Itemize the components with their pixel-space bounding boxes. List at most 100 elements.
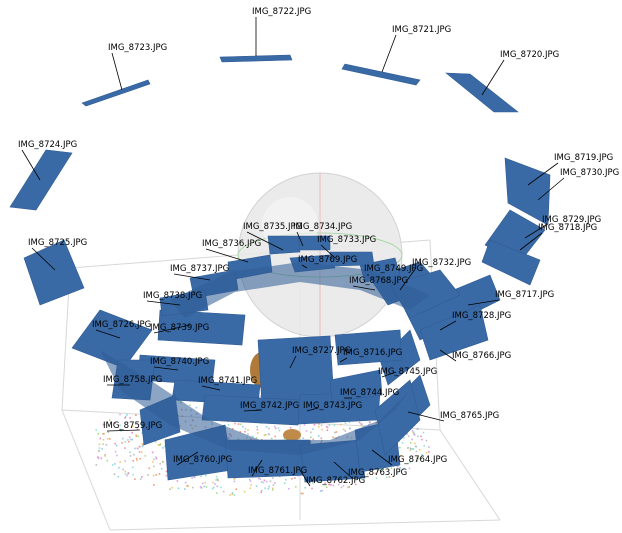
camera-label-8759[interactable]: IMG_8759.JPG [103, 421, 162, 431]
camera-label-8769[interactable]: IMG_8769.JPG [298, 255, 357, 265]
cloud-point [229, 494, 231, 496]
cloud-point [399, 454, 401, 457]
camera-label-8734[interactable]: IMG_8734.JPG [293, 222, 352, 232]
cloud-point [186, 485, 188, 487]
leader-line-8726 [95, 329, 121, 339]
cloud-point [416, 457, 418, 459]
cloud-point [369, 422, 371, 424]
camera-label-8719[interactable]: IMG_8719.JPG [554, 153, 613, 163]
camera-label-8768[interactable]: IMG_8768.JPG [349, 276, 408, 286]
camera-label-8760[interactable]: IMG_8760.JPG [173, 455, 232, 465]
cloud-point [124, 416, 127, 418]
camera-label-8761[interactable]: IMG_8761.JPG [248, 466, 307, 476]
cloud-point [342, 428, 345, 431]
cloud-point [205, 474, 207, 477]
camera-label-8733[interactable]: IMG_8733.JPG [317, 235, 376, 245]
camera-label-8744[interactable]: IMG_8744.JPG [340, 388, 399, 398]
camera-label-8718[interactable]: IMG_8718.JPG [538, 223, 597, 233]
leader-line-8728 [439, 320, 457, 331]
cloud-point [141, 432, 144, 434]
cloud-point [333, 424, 336, 427]
leader-line-8742 [243, 409, 263, 412]
camera-label-8729[interactable]: IMG_8729.JPG [542, 215, 601, 225]
camera-label-8764[interactable]: IMG_8764.JPG [388, 455, 447, 465]
cloud-point [309, 482, 311, 484]
camera-label-8721[interactable]: IMG_8721.JPG [392, 25, 451, 35]
cloud-point [124, 473, 127, 475]
cloud-point [421, 438, 423, 441]
cloud-point [414, 445, 417, 448]
camera-label-8765[interactable]: IMG_8765.JPG [440, 411, 499, 421]
cloud-point [141, 443, 143, 445]
camera-label-8738[interactable]: IMG_8738.JPG [143, 291, 202, 301]
camera-label-8749[interactable]: IMG_8749.JPG [364, 264, 423, 274]
cloud-point [407, 446, 409, 449]
camera-label-8717[interactable]: IMG_8717.JPG [495, 290, 554, 300]
cloud-point [278, 429, 281, 432]
cloud-point [249, 487, 251, 489]
camera-label-8732[interactable]: IMG_8732.JPG [412, 258, 471, 268]
camera-label-8724[interactable]: IMG_8724.JPG [18, 140, 77, 150]
camera-label-8720[interactable]: IMG_8720.JPG [500, 50, 559, 60]
camera-label-8739[interactable]: IMG_8739.JPG [150, 323, 209, 333]
camera-label-8728[interactable]: IMG_8728.JPG [452, 311, 511, 321]
camera-label-8745[interactable]: IMG_8745.JPG [378, 367, 437, 377]
cloud-point [101, 448, 103, 450]
leader-line-8737 [173, 273, 211, 281]
cloud-point [256, 426, 258, 428]
cloud-point [142, 444, 144, 446]
camera-label-8762[interactable]: IMG_8762.JPG [306, 476, 365, 486]
cloud-point [136, 428, 139, 431]
camera-label-8743[interactable]: IMG_8743.JPG [303, 401, 362, 411]
cloud-point [115, 444, 118, 447]
leader-line-8723 [111, 52, 123, 91]
cloud-point [396, 472, 399, 474]
cloud-point [98, 443, 101, 446]
cloud-point [321, 428, 323, 431]
cloud-point [111, 464, 114, 466]
camera-label-8726[interactable]: IMG_8726.JPG [92, 320, 151, 330]
cloud-point [177, 487, 180, 490]
cloud-point [147, 474, 149, 476]
camera-label-8737[interactable]: IMG_8737.JPG [170, 264, 229, 274]
cloud-point [413, 433, 415, 435]
cloud-point [261, 489, 263, 492]
camera-label-8758[interactable]: IMG_8758.JPG [103, 375, 162, 385]
camera-plane-8723 [81, 79, 151, 107]
cloud-point [360, 424, 363, 427]
cloud-point [201, 482, 204, 485]
cloud-point [171, 486, 173, 489]
cloud-point [119, 428, 122, 431]
cloud-point [119, 424, 121, 427]
cloud-point [289, 427, 292, 429]
camera-label-8716[interactable]: IMG_8716.JPG [343, 348, 402, 358]
camera-label-8722[interactable]: IMG_8722.JPG [252, 7, 311, 17]
camera-label-8763[interactable]: IMG_8763.JPG [348, 468, 407, 478]
camera-label-8742[interactable]: IMG_8742.JPG [240, 401, 299, 411]
camera-label-8740[interactable]: IMG_8740.JPG [150, 357, 209, 367]
camera-label-8735[interactable]: IMG_8735.JPG [243, 222, 302, 232]
cloud-point [244, 428, 247, 430]
camera-label-8723[interactable]: IMG_8723.JPG [108, 43, 167, 53]
cloud-point [411, 448, 414, 450]
cloud-point [144, 455, 147, 457]
camera-label-8741[interactable]: IMG_8741.JPG [198, 376, 257, 386]
cloud-point [126, 414, 128, 416]
cloud-point [337, 435, 340, 438]
camera-label-8730[interactable]: IMG_8730.JPG [560, 168, 619, 178]
cloud-point [162, 447, 164, 449]
cloud-point [129, 455, 132, 457]
camera-label-8766[interactable]: IMG_8766.JPG [452, 351, 511, 361]
camera-label-8736[interactable]: IMG_8736.JPG [202, 239, 261, 249]
cloud-point [157, 444, 160, 446]
cloud-point [132, 460, 135, 462]
cloud-point [104, 453, 106, 456]
camera-label-8725[interactable]: IMG_8725.JPG [28, 238, 87, 248]
cloud-point [318, 426, 320, 428]
cloud-point [205, 486, 208, 488]
cloud-point [257, 477, 260, 480]
cloud-point [128, 440, 130, 443]
camera-label-8727[interactable]: IMG_8727.JPG [292, 346, 351, 356]
cloud-point [283, 437, 286, 440]
